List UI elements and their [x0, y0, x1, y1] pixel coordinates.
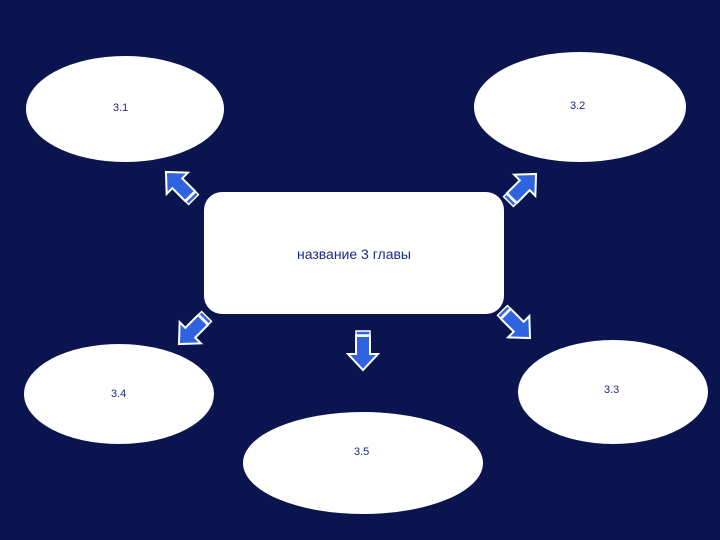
node-3-4: 3.4: [24, 344, 214, 444]
node-3-2: 3.2: [474, 52, 686, 162]
arrow-to-3-5: [347, 330, 379, 371]
arrow-to-3-2: [496, 162, 548, 214]
node-3-4-label: 3.4: [111, 388, 127, 400]
node-3-2-label: 3.2: [570, 100, 586, 112]
node-3-1: 3.1: [26, 56, 224, 162]
center-topic-title: название 3 главы: [296, 246, 411, 262]
node-3-5-label: 3.5: [354, 446, 370, 458]
node-3-5: 3.5: [243, 412, 483, 514]
node-3-3: 3.3: [518, 340, 708, 444]
arrow-to-3-3: [490, 298, 542, 350]
arrow-to-3-1: [154, 160, 206, 212]
node-3-3-label: 3.3: [604, 384, 620, 396]
center-topic-box: название 3 главы: [204, 192, 504, 314]
node-3-1-label: 3.1: [113, 102, 129, 114]
arrow-to-3-4: [167, 304, 219, 356]
